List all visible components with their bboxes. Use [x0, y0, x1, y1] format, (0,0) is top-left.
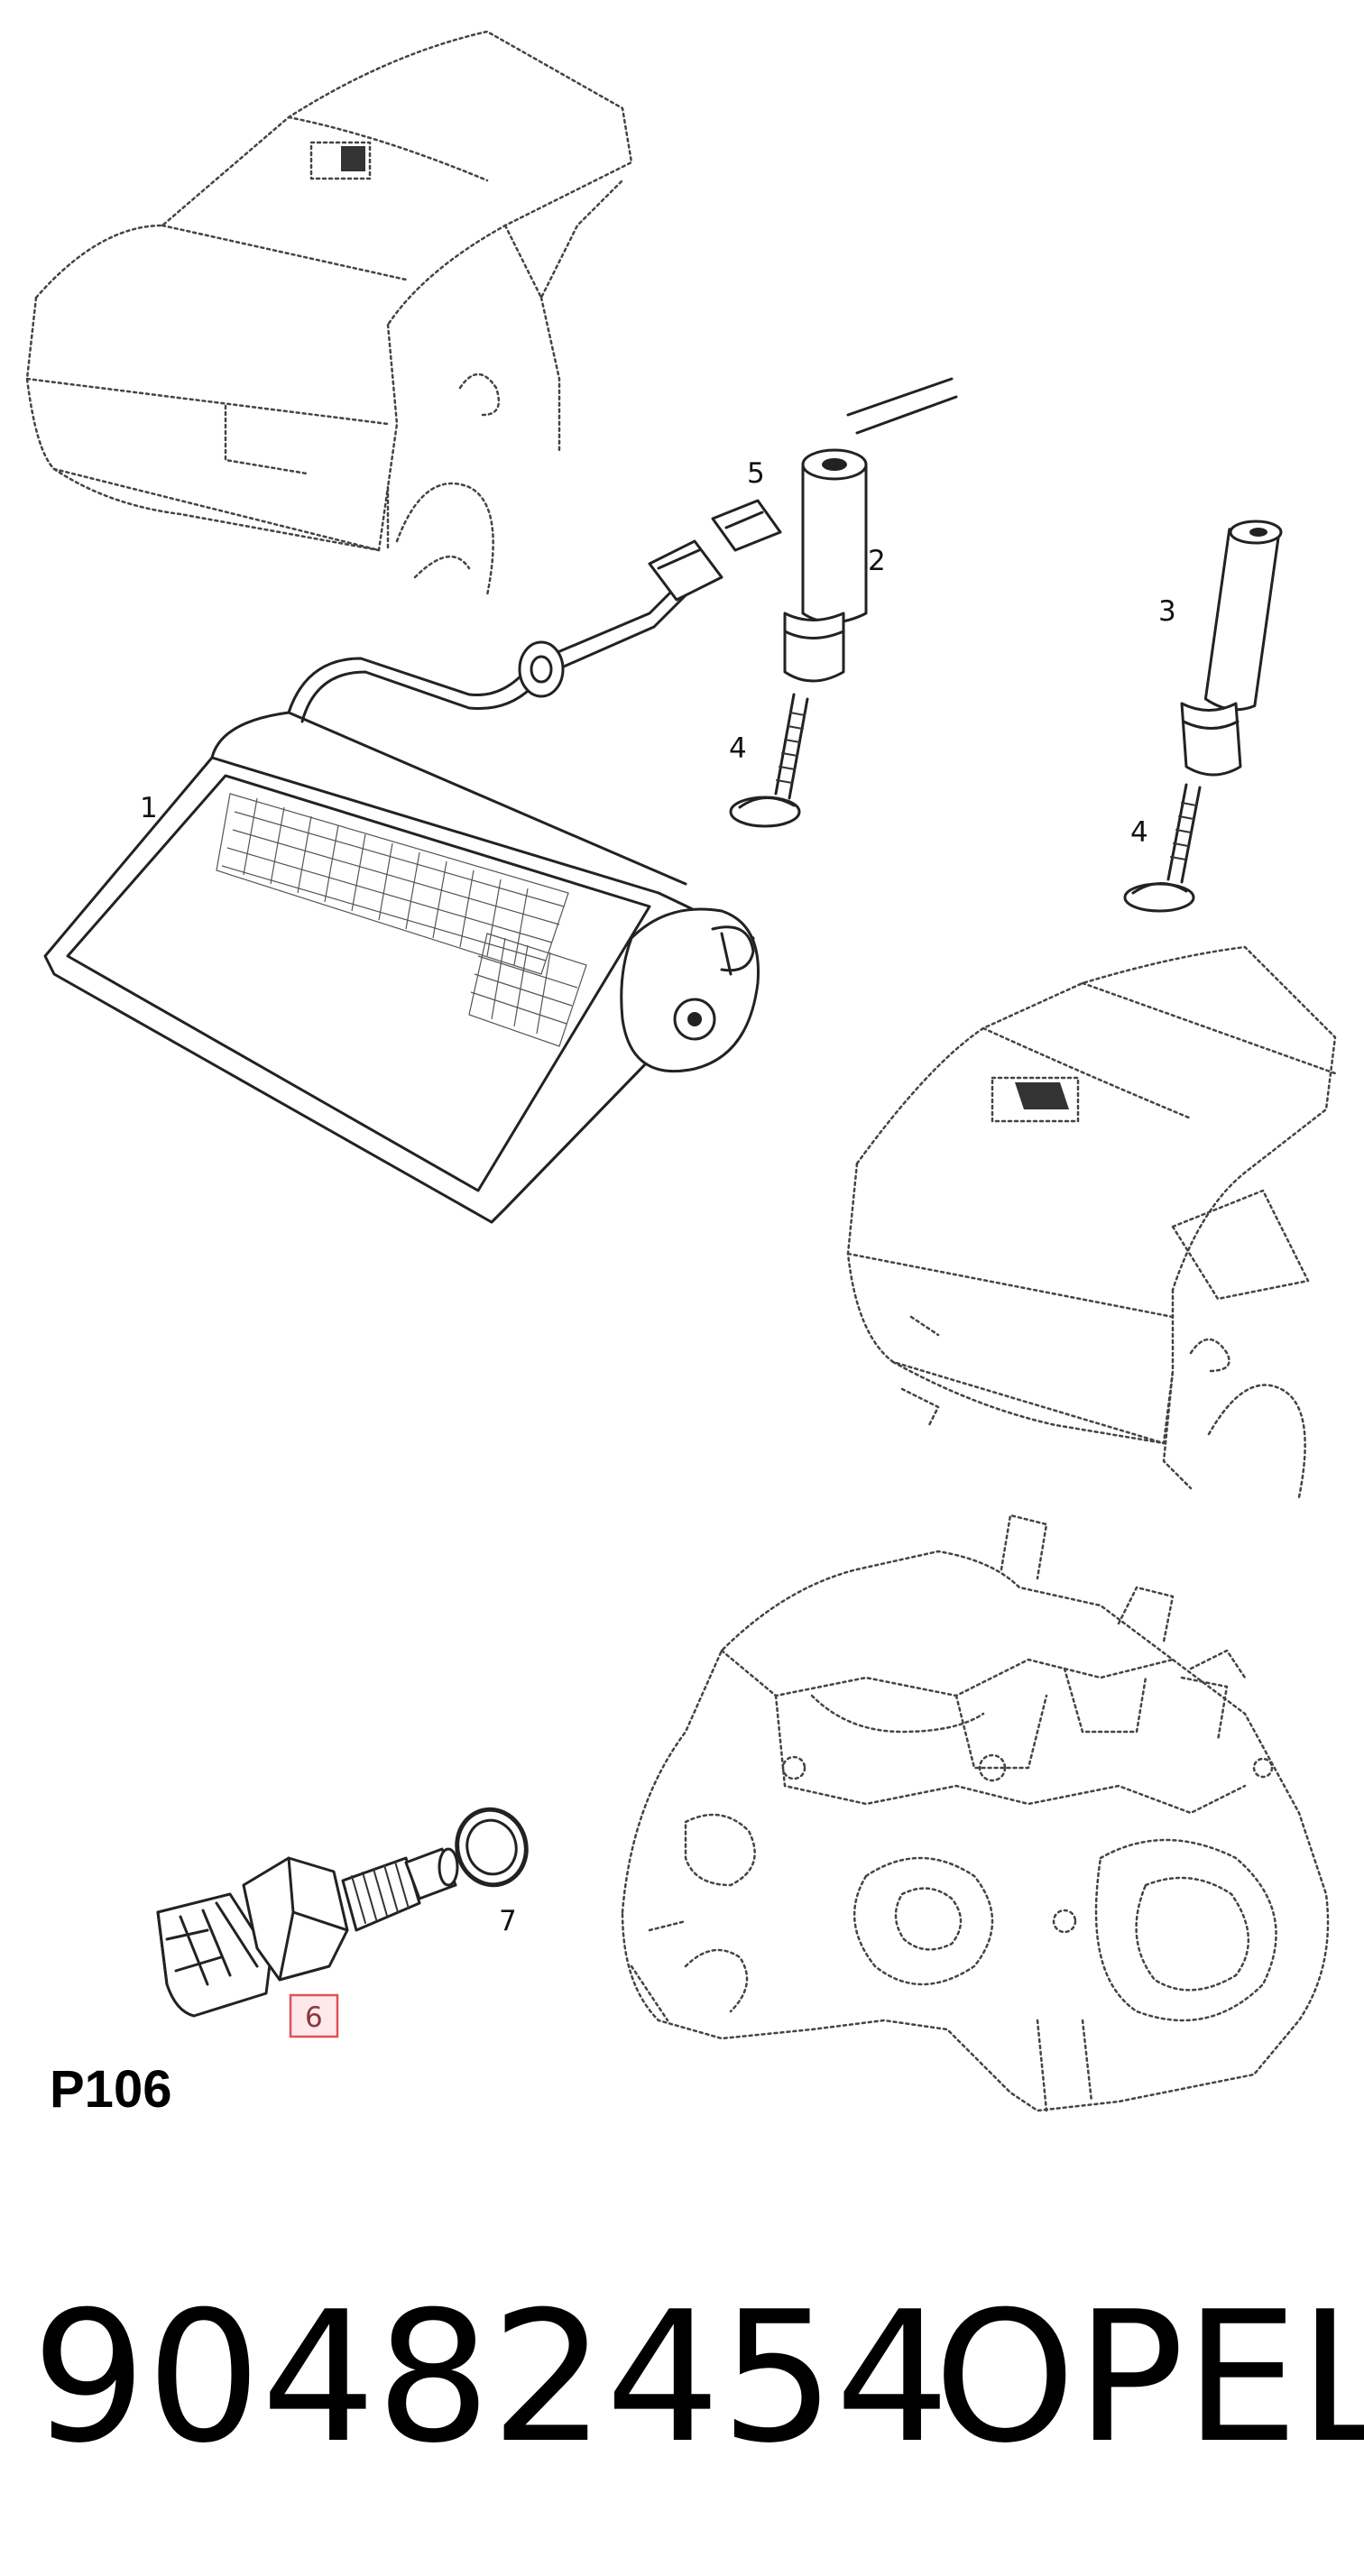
brand-name: OPEL — [934, 2273, 1364, 2483]
screw-4-right — [1123, 783, 1202, 913]
callout-3: 3 — [1158, 595, 1176, 628]
callout-4-left: 4 — [729, 732, 747, 765]
callout-6: 6 — [305, 2001, 323, 2034]
callout-1: 1 — [140, 792, 158, 824]
bulb-holder-2 — [783, 377, 958, 683]
callout-7: 7 — [499, 1905, 517, 1937]
brake-lamp-assembly — [43, 499, 782, 1224]
car-rear-illustration-top — [25, 30, 633, 597]
screw-4-left — [729, 693, 809, 828]
page-code: P106 — [50, 2060, 171, 2119]
callout-2: 2 — [868, 545, 886, 577]
car-rear-illustration-middle — [846, 945, 1337, 1499]
o-ring-7 — [455, 1807, 529, 1888]
callout-6-highlight — [289, 1993, 339, 2038]
reversing-switch-6 — [156, 1847, 459, 2018]
gearbox-illustration — [621, 1513, 1330, 2112]
part-number: 90482454 — [32, 2273, 950, 2483]
bulb-holder-3 — [1180, 520, 1283, 777]
callout-4-right: 4 — [1130, 816, 1148, 849]
callout-5: 5 — [747, 457, 765, 490]
